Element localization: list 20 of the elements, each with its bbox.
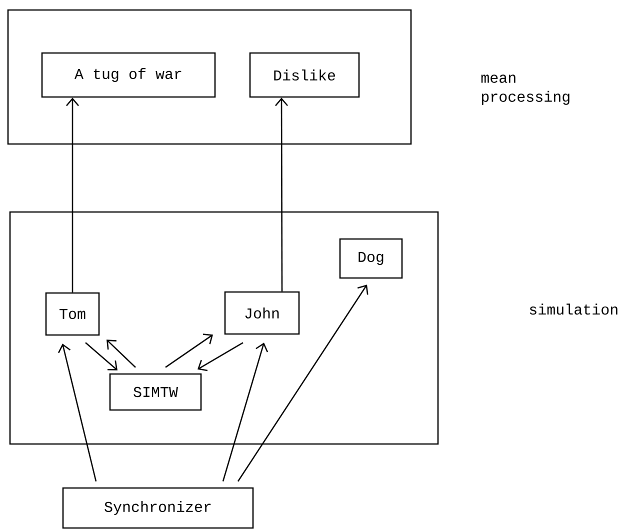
arrow bbox=[165, 334, 213, 368]
text-box: Tom bbox=[45, 292, 100, 336]
arrow bbox=[198, 342, 244, 372]
arrow bbox=[275, 98, 288, 292]
arrow bbox=[58, 344, 97, 482]
text-box: Synchronizer bbox=[62, 487, 254, 529]
side-label: mean processing bbox=[481, 74, 570, 105]
arrow bbox=[106, 340, 136, 368]
side-label: simulation bbox=[530, 304, 618, 315]
arrow bbox=[222, 342, 268, 482]
arrow bbox=[66, 98, 79, 292]
text-box: Dislike bbox=[249, 52, 360, 98]
text-box: SIMTW bbox=[109, 373, 202, 411]
group-frame bbox=[9, 211, 439, 445]
text-box: John bbox=[224, 291, 300, 335]
arrow bbox=[85, 342, 118, 370]
group-frame bbox=[7, 9, 412, 145]
text-box: Dog bbox=[339, 238, 403, 279]
text-box: A tug of war bbox=[41, 52, 216, 98]
arrow bbox=[237, 284, 368, 482]
